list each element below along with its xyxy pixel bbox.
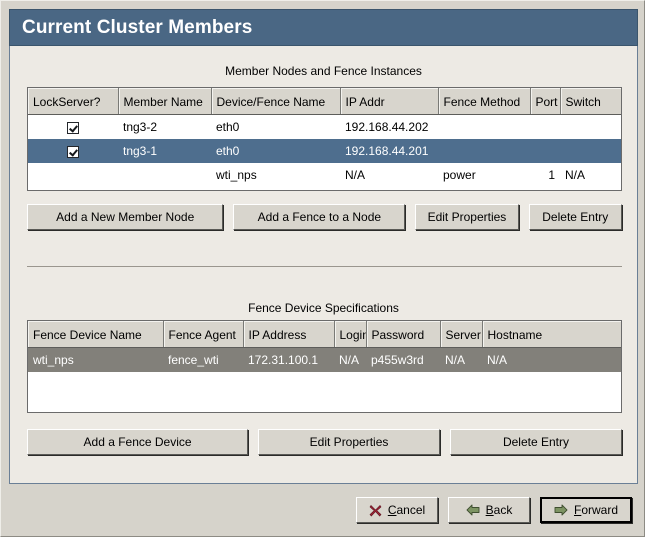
back-button[interactable]: Back (448, 497, 530, 523)
column-header-login[interactable]: Login (334, 321, 367, 348)
add-fence-to-node-button[interactable]: Add a Fence to a Node (233, 204, 406, 230)
cell-member-name: tng3-2 (118, 114, 211, 139)
fence-devices-table[interactable]: Fence Device Name Fence Agent IP Address… (27, 320, 622, 413)
red-x-icon (369, 504, 382, 517)
cell-device-fence-name: eth0 (211, 139, 340, 163)
delete-entry-button-fence[interactable]: Delete Entry (449, 429, 622, 455)
cell-lockserver[interactable] (28, 139, 118, 163)
member-nodes-table[interactable]: LockServer? Member Name Device/Fence Nam… (27, 87, 622, 191)
column-header-ip-addr[interactable]: IP Addr (340, 88, 439, 115)
fence-devices-body: wti_nps fence_wti 172.31.100.1 N/A p455w… (28, 347, 621, 396)
lockserver-checkbox[interactable] (67, 145, 79, 158)
column-header-server[interactable]: Server (440, 321, 483, 348)
delete-entry-button-members[interactable]: Delete Entry (528, 204, 622, 230)
column-header-member-name[interactable]: Member Name (118, 88, 212, 115)
column-header-port[interactable]: Port (530, 88, 561, 115)
cell-switch (560, 114, 621, 139)
table-row[interactable]: wti_nps fence_wti 172.31.100.1 N/A p455w… (28, 347, 621, 372)
cell-device-fence-name: eth0 (211, 114, 340, 139)
edit-properties-button-fence[interactable]: Edit Properties (258, 429, 440, 455)
table-row[interactable]: tng3-2 eth0 192.168.44.202 (28, 114, 621, 139)
cell-ip-addr: 192.168.44.201 (340, 139, 438, 163)
cell-fence-method (438, 139, 530, 163)
section-divider (27, 266, 622, 267)
add-fence-device-button[interactable]: Add a Fence Device (27, 429, 249, 455)
member-nodes-header-row: LockServer? Member Name Device/Fence Nam… (28, 88, 621, 115)
cell-fence-method (438, 114, 530, 139)
wizard-navigation-bar: Cancel Back Forward (9, 491, 638, 529)
cell-fence-method: power (438, 163, 530, 187)
cell-password: p455w3rd (366, 347, 440, 372)
cell-login: N/A (334, 347, 366, 372)
cell-fence-device-name: wti_nps (28, 347, 163, 372)
arrow-left-icon (466, 504, 480, 516)
cell-port (530, 139, 560, 163)
table-row[interactable]: tng3-1 eth0 192.168.44.201 (28, 139, 621, 163)
arrow-right-icon (554, 504, 568, 516)
column-header-fence-method[interactable]: Fence Method (438, 88, 531, 115)
member-nodes-body: tng3-2 eth0 192.168.44.202 tng3-1 eth0 (28, 114, 621, 190)
fence-section-heading: Fence Device Specifications (248, 301, 399, 315)
cell-server: N/A (440, 347, 482, 372)
fence-devices-header-row: Fence Device Name Fence Agent IP Address… (28, 321, 621, 348)
cancel-button-label: Cancel (387, 503, 426, 517)
member-nodes-grid: LockServer? Member Name Device/Fence Nam… (28, 88, 621, 190)
column-header-fence-device-name[interactable]: Fence Device Name (28, 321, 164, 348)
table-row[interactable]: wti_nps N/A power 1 N/A (28, 163, 621, 187)
column-header-switch[interactable]: Switch (560, 88, 621, 115)
cancel-button[interactable]: Cancel (356, 497, 438, 523)
cell-port: 1 (530, 163, 560, 187)
cell-switch: N/A (560, 163, 621, 187)
column-header-fence-agent[interactable]: Fence Agent (163, 321, 244, 348)
forward-button-label: Forward (573, 503, 619, 517)
edit-properties-button-members[interactable]: Edit Properties (415, 204, 519, 230)
forward-button[interactable]: Forward (540, 497, 632, 523)
table-filler-row (28, 372, 621, 396)
cell-device-fence-name: wti_nps (211, 163, 340, 187)
column-header-hostname[interactable]: Hostname (482, 321, 621, 348)
cell-member-name (118, 163, 211, 187)
cell-fence-agent: fence_wti (163, 347, 243, 372)
cell-lockserver (28, 163, 118, 187)
cell-member-name: tng3-1 (118, 139, 211, 163)
cell-lockserver[interactable] (28, 114, 118, 139)
cell-port (530, 114, 560, 139)
table-filler-row (28, 187, 621, 190)
cell-switch (560, 139, 621, 163)
cell-ip-address: 172.31.100.1 (243, 347, 334, 372)
fence-devices-grid: Fence Device Name Fence Agent IP Address… (28, 321, 621, 396)
cell-ip-addr: 192.168.44.202 (340, 114, 438, 139)
column-header-lockserver[interactable]: LockServer? (28, 88, 119, 115)
column-header-ip-address[interactable]: IP Address (243, 321, 335, 348)
dialog-titlebar: Current Cluster Members (9, 9, 638, 46)
content-panel: Member Nodes and Fence Instances LockSer… (9, 46, 638, 484)
member-nodes-button-bar: Add a New Member Node Add a Fence to a N… (27, 204, 622, 230)
fence-devices-button-bar: Add a Fence Device Edit Properties Delet… (27, 429, 622, 455)
add-new-member-node-button[interactable]: Add a New Member Node (27, 204, 224, 230)
column-header-device-fence-name[interactable]: Device/Fence Name (211, 88, 341, 115)
column-header-password[interactable]: Password (366, 321, 441, 348)
members-section-heading: Member Nodes and Fence Instances (225, 64, 422, 78)
cell-ip-addr: N/A (340, 163, 438, 187)
cell-hostname: N/A (482, 347, 621, 372)
page-title: Current Cluster Members (22, 16, 253, 38)
lockserver-checkbox[interactable] (67, 121, 79, 134)
back-button-label: Back (485, 503, 513, 517)
